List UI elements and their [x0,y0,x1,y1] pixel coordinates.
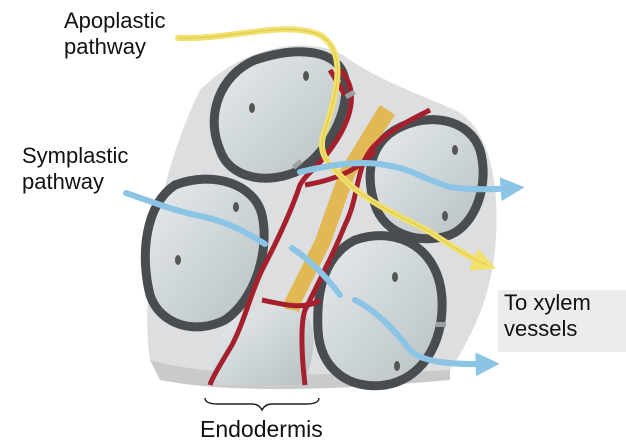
endodermis-bracket [204,397,320,412]
apoplastic-label-line2: pathway [64,34,146,59]
endodermis-walls [207,68,432,386]
cell-bottom-right [313,231,447,391]
symplastic-label-line1: Symplastic [22,143,129,168]
endodermis-label: Endodermis [200,416,323,442]
apoplastic-label-line1: Apoplastic [64,8,166,33]
xylem-vessels-label: To xylem vessels [498,290,626,352]
symplastic-label-line2: pathway [22,169,104,194]
plasmodesmata [291,89,446,327]
apoplastic-pathway-label: Apoplastic pathway [64,8,166,60]
xylem-label-line2: vessels [504,316,578,341]
cell-left [140,174,269,332]
symplastic-pathway-label: Symplastic pathway [22,143,128,195]
symplastic-arrows [123,159,525,377]
xylem-label-line1: To xylem [504,290,591,315]
